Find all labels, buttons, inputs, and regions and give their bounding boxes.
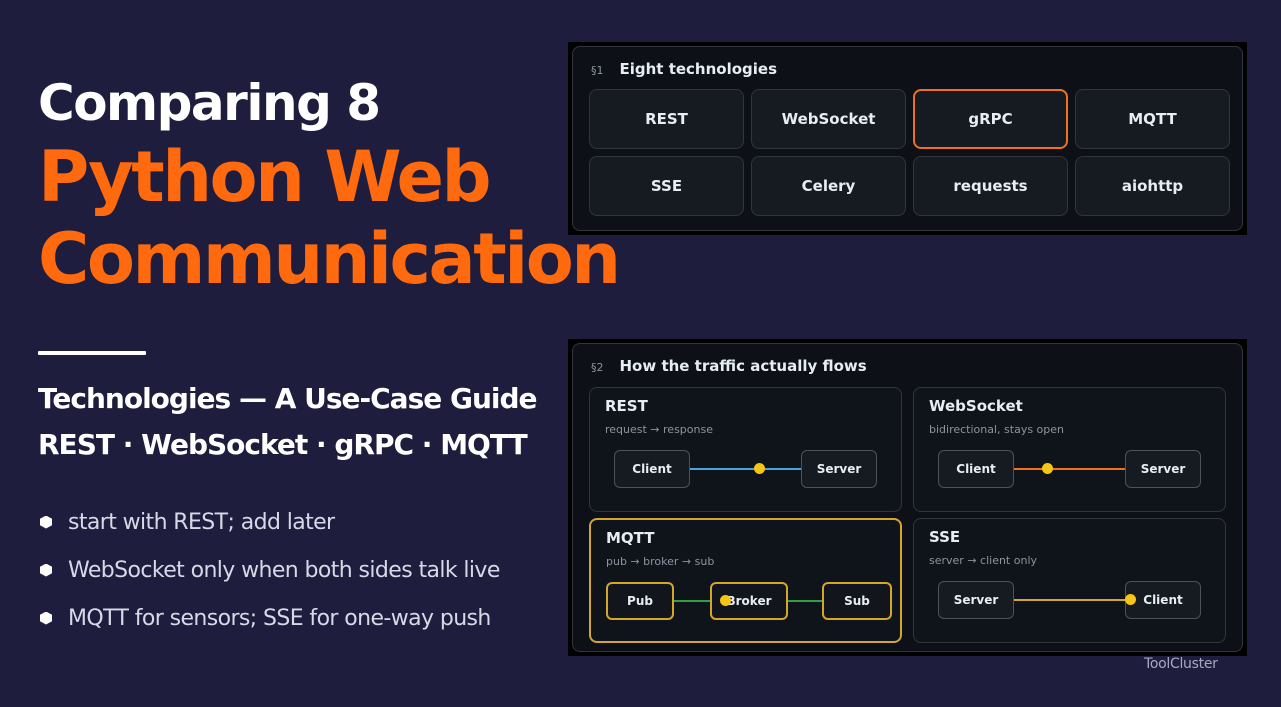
tech-card-websocket: WebSocket bbox=[751, 89, 906, 149]
hero: Comparing 8 Python Web Communication bbox=[38, 70, 678, 300]
technology-grid: REST WebSocket gRPC MQTT SSE Celery requ… bbox=[589, 89, 1230, 216]
flow-name: WebSocket bbox=[929, 397, 1023, 415]
flow-name: REST bbox=[605, 397, 648, 415]
connection-line bbox=[671, 600, 715, 602]
tech-card-grpc: gRPC bbox=[913, 89, 1068, 149]
hexagon-bullet-icon bbox=[40, 563, 52, 577]
tech-card-aiohttp: aiohttp bbox=[1075, 156, 1230, 216]
panel-title: How the traffic actually flows bbox=[619, 357, 867, 375]
message-dot bbox=[754, 463, 765, 474]
bullet-text: WebSocket only when both sides talk live bbox=[68, 557, 500, 583]
section-number: §2 bbox=[591, 361, 604, 374]
flow-card-rest: REST request → response Client Server bbox=[589, 387, 902, 512]
node-server: Server bbox=[938, 581, 1014, 619]
title-line-1: Comparing 8 bbox=[38, 74, 381, 132]
message-dot bbox=[1042, 463, 1053, 474]
bullet-item: WebSocket only when both sides talk live bbox=[40, 546, 570, 594]
hexagon-bullet-icon bbox=[40, 515, 52, 529]
panel-header: §2 How the traffic actually flows bbox=[591, 357, 867, 375]
panel-title: Eight technologies bbox=[619, 60, 778, 78]
subtitle-line-2: REST · WebSocket · gRPC · MQTT bbox=[38, 428, 528, 461]
flow-description: bidirectional, stays open bbox=[929, 423, 1065, 436]
bullet-text: start with REST; add later bbox=[68, 509, 335, 535]
connection-line bbox=[784, 600, 824, 602]
flow-grid: REST request → response Client Server We… bbox=[589, 387, 1226, 643]
connection-line bbox=[1013, 468, 1126, 470]
tech-card-celery: Celery bbox=[751, 156, 906, 216]
flow-card-sse: SSE server → client only Server Client bbox=[913, 518, 1226, 643]
flow-name: MQTT bbox=[606, 529, 655, 547]
node-pub: Pub bbox=[606, 582, 674, 620]
message-dot bbox=[720, 595, 731, 606]
hexagon-bullet-icon bbox=[40, 611, 52, 625]
tech-card-sse: SSE bbox=[589, 156, 744, 216]
connection-line bbox=[1013, 599, 1126, 601]
node-client: Client bbox=[614, 450, 690, 488]
watermark-brand: ToolCluster bbox=[1144, 656, 1218, 672]
section-number: §1 bbox=[591, 64, 604, 77]
flow-card-mqtt: MQTT pub → broker → sub Pub Broker Sub bbox=[589, 518, 902, 643]
node-client: Client bbox=[938, 450, 1014, 488]
bullet-list: start with REST; add later WebSocket onl… bbox=[40, 498, 570, 642]
panel-header: §1 Eight technologies bbox=[591, 60, 777, 78]
tech-card-requests: requests bbox=[913, 156, 1068, 216]
technologies-panel-body: §1 Eight technologies REST WebSocket gRP… bbox=[572, 46, 1243, 231]
subtitle-line-1: Technologies — A Use-Case Guide bbox=[38, 382, 538, 415]
subtitle: Technologies — A Use-Case Guide REST · W… bbox=[38, 376, 578, 468]
node-sub: Sub bbox=[822, 582, 892, 620]
title-divider bbox=[38, 351, 146, 355]
technologies-panel: §1 Eight technologies REST WebSocket gRP… bbox=[568, 42, 1247, 235]
title-line-3: Communication bbox=[38, 218, 621, 300]
flow-name: SSE bbox=[929, 528, 961, 546]
bullet-item: start with REST; add later bbox=[40, 498, 570, 546]
connection-line bbox=[689, 468, 802, 470]
flow-card-websocket: WebSocket bidirectional, stays open Clie… bbox=[913, 387, 1226, 512]
traffic-flow-panel-body: §2 How the traffic actually flows REST r… bbox=[572, 343, 1243, 652]
flow-description: request → response bbox=[605, 423, 713, 436]
bullet-text: MQTT for sensors; SSE for one-way push bbox=[68, 605, 491, 631]
node-server: Server bbox=[1125, 450, 1201, 488]
tech-card-mqtt: MQTT bbox=[1075, 89, 1230, 149]
flow-description: server → client only bbox=[929, 554, 1038, 567]
node-server: Server bbox=[801, 450, 877, 488]
bullet-item: MQTT for sensors; SSE for one-way push bbox=[40, 594, 570, 642]
message-dot bbox=[1125, 594, 1136, 605]
node-client: Client bbox=[1125, 581, 1201, 619]
node-broker: Broker bbox=[710, 582, 788, 620]
flow-description: pub → broker → sub bbox=[606, 555, 715, 568]
traffic-flow-panel: §2 How the traffic actually flows REST r… bbox=[568, 339, 1247, 656]
title-line-2: Python Web bbox=[38, 136, 492, 218]
tech-card-rest: REST bbox=[589, 89, 744, 149]
